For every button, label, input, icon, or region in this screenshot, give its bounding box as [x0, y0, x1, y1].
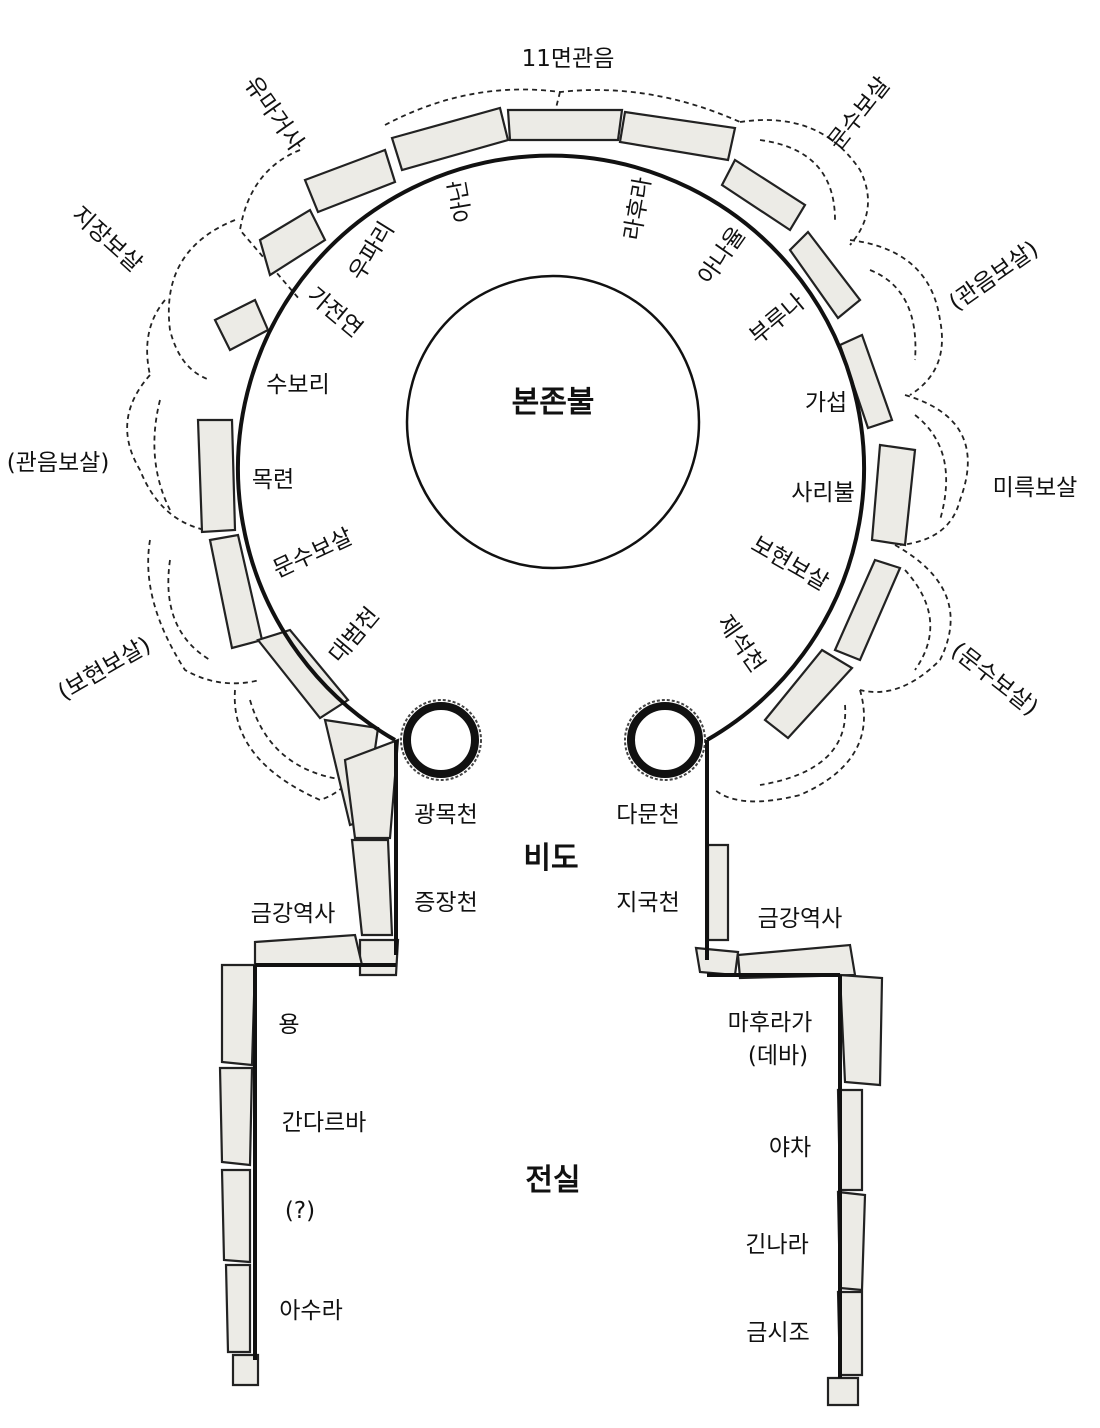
antechamber-right-label: (데바): [748, 1043, 808, 1069]
main-buddha-label: 본존불: [512, 385, 595, 420]
corridor-left-label: 광목천: [414, 802, 477, 828]
antechamber-left-label: 용: [278, 1012, 299, 1038]
inner-right-label: 가섭: [805, 390, 847, 416]
main-buddha-pedestal: [405, 274, 701, 570]
outer-niche-right-4: (문수보살): [946, 638, 1043, 722]
outer-niche-right-1: 문수보살: [823, 72, 896, 155]
corridor-right-label: 지국천: [616, 890, 679, 916]
antechamber-left-label: 아수라: [279, 1298, 342, 1324]
antechamber-left-label: 간다르바: [282, 1110, 367, 1136]
inner-left-label: 가전연: [302, 282, 367, 343]
vajra-left-label: 금강역사: [251, 901, 336, 927]
vajra-right-label: 금강역사: [758, 906, 843, 932]
inner-left-label: 목련: [252, 467, 294, 493]
corridor-right-label: 다문천: [616, 802, 679, 828]
outer-niche-right-2: (관음보살): [945, 236, 1044, 316]
antechamber-left-label: (?): [285, 1198, 315, 1224]
antechamber-right-label: 마후라가: [728, 1010, 813, 1036]
outer-niche-left-1: 유마거사: [239, 72, 309, 156]
inner-right-label: 사리불: [791, 480, 854, 506]
outer-niche-left-2: 지장보살: [67, 202, 147, 278]
corridor-walls: [343, 738, 740, 977]
antechamber-right-label: 야차: [769, 1135, 811, 1161]
inner-right-label: 라후라: [620, 175, 657, 242]
antechamber-right-label: 긴나라: [745, 1232, 808, 1258]
antechamber-label: 전실: [525, 1163, 580, 1198]
pillar-left: [400, 699, 482, 781]
antechamber-walls: [218, 933, 884, 1407]
inner-right-label: 보현보살: [746, 532, 832, 597]
outer-niche-right-3: 미륵보살: [993, 475, 1078, 501]
inner-left-label: 아난: [445, 178, 478, 224]
outer-niche-left-3: (관음보살): [7, 450, 110, 476]
pillar-right: [624, 699, 706, 781]
inner-left-label: 수보리: [266, 372, 329, 398]
inner-left-label: 대범천: [324, 603, 385, 668]
rotunda-stones: [196, 106, 917, 827]
inner-right-label: 제석천: [712, 611, 770, 678]
inner-left-label: 문수보살: [269, 524, 357, 583]
antechamber-right-label: 금시조: [746, 1320, 809, 1346]
rotunda-wall: [236, 153, 866, 742]
eleven-faced-guanyin-label: 11면관음: [522, 46, 615, 72]
outer-niche-left-4: (보현보살): [54, 632, 156, 706]
inner-right-label: 아나율: [693, 223, 751, 290]
corridor-label: 비도: [523, 841, 578, 876]
inner-right-label: 부루나: [745, 289, 810, 350]
corridor-left-label: 증장천: [414, 890, 477, 916]
